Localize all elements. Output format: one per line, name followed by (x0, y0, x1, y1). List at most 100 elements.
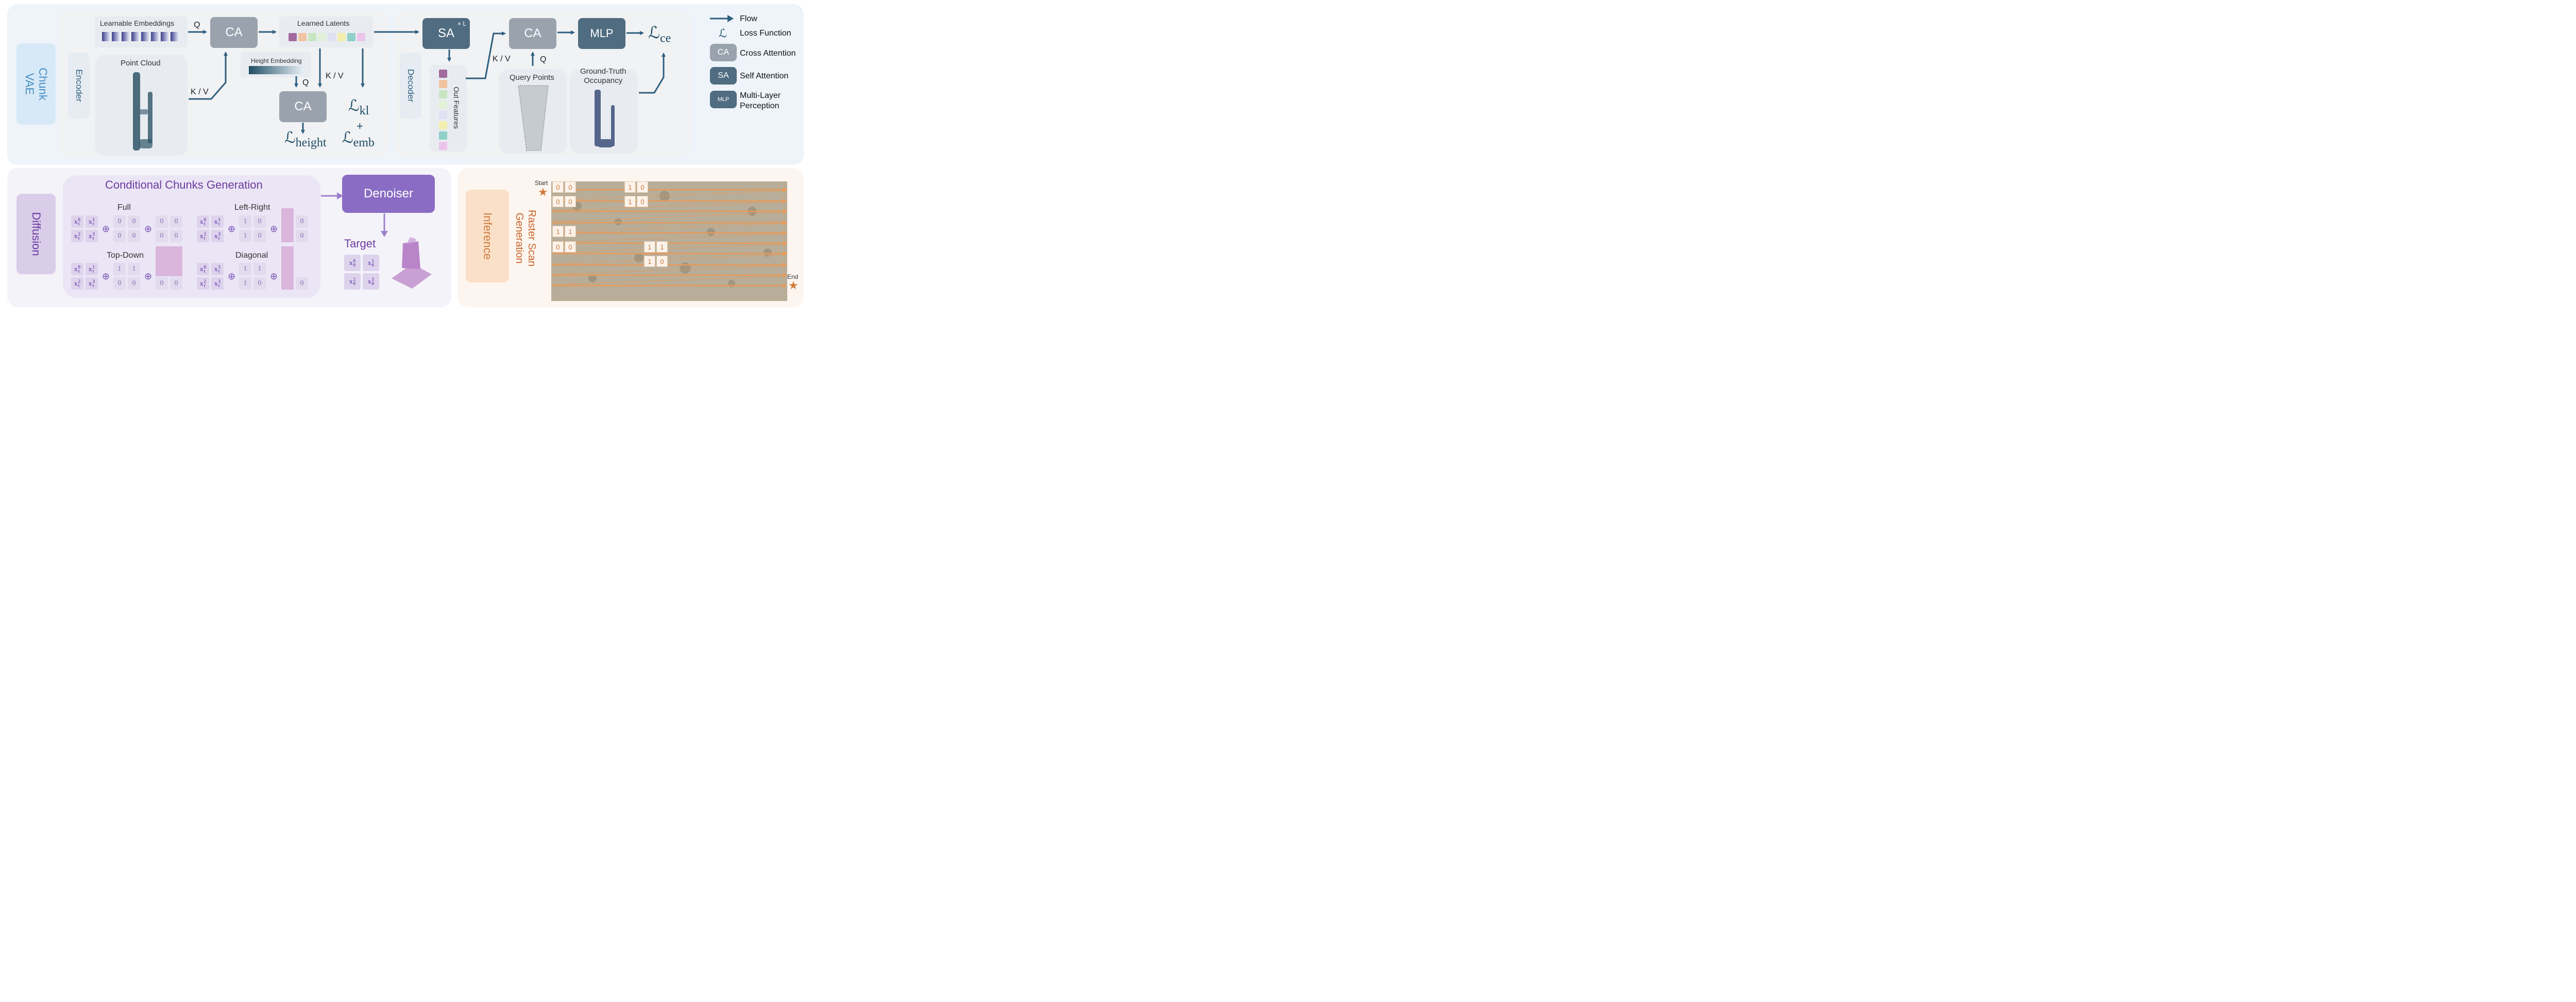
point-cloud-box (95, 55, 188, 156)
mask-cell: 0 (128, 277, 140, 290)
cond-cell: 0 (156, 277, 168, 290)
sa-box: SA (422, 18, 470, 49)
mask-cell: 0 (128, 230, 140, 242)
learned-latents-label: Learned Latents (297, 19, 350, 27)
query-points-label: Query Points (510, 73, 554, 82)
latent-token (308, 33, 316, 41)
oplus-symbol: ⊕ (144, 224, 152, 234)
loss-height: ℒheight (284, 129, 327, 150)
raster-cell: 0 (637, 181, 648, 193)
mask-cell: 0 (253, 215, 266, 228)
latent-token (318, 33, 326, 41)
cond-cell: 0 (296, 215, 308, 228)
embedding-token (141, 32, 149, 41)
oplus-symbol: ⊕ (102, 224, 110, 234)
cond-cell: 0 (170, 215, 182, 228)
encoder-label: Encoder (74, 69, 84, 102)
oplus-symbol: ⊕ (228, 224, 236, 234)
mode-full-label: Full (117, 203, 131, 212)
start-label: Start (535, 179, 548, 187)
embedding-token (112, 32, 120, 41)
mask-cell: 0 (253, 230, 266, 242)
out-feature-token (439, 142, 447, 150)
loss-ce-sub: ce (660, 31, 671, 45)
gt-occupancy-label: Ground-Truth Occupancy (580, 67, 626, 85)
chunk-vae-label: Chunk VAE (23, 68, 49, 101)
raster-cell: 0 (552, 181, 564, 193)
mode-top-down-label: Top-Down (107, 251, 144, 260)
cond-cell: 0 (296, 230, 308, 242)
mask-cell: 1 (239, 230, 251, 242)
embedding-token (151, 32, 159, 41)
height-embedding-label: Height Embedding (251, 57, 302, 64)
loss-ce-symbol: ℒ (648, 23, 660, 42)
oplus-symbol: ⊕ (228, 271, 236, 281)
latent-token (328, 33, 336, 41)
loss-kl-symbol: ℒ (348, 97, 360, 114)
conditional-title: Conditional Chunks Generation (105, 178, 263, 191)
end-label: End (787, 273, 799, 280)
out-feature-token (439, 131, 447, 140)
raster-cell: 0 (552, 241, 564, 253)
mask-cell: 0 (253, 277, 266, 290)
loss-plus: + (357, 120, 363, 132)
raster-cell: 0 (565, 181, 576, 193)
inference-label-box: Inference (466, 190, 509, 282)
learnable-embeddings-label: Learnable Embeddings (100, 19, 174, 27)
raster-cell: 0 (656, 256, 668, 267)
loss-emb-sub: emb (353, 136, 375, 149)
denoiser-box: Denoiser (342, 175, 435, 213)
loss-ce: ℒce (648, 23, 671, 45)
out-feature-token (439, 70, 447, 78)
cond-cell: 0 (156, 215, 168, 228)
oplus-symbol: ⊕ (144, 271, 152, 281)
height-embedding-bar (249, 66, 303, 74)
legend-mlp-box: MLP (710, 91, 737, 108)
out-feature-token (439, 90, 447, 98)
loss-kl: ℒkl (348, 97, 369, 118)
conditional-panel (63, 175, 320, 298)
out-feature-token (439, 111, 447, 119)
oplus-symbol: ⊕ (270, 224, 278, 234)
latent-token (298, 33, 307, 41)
ca-box-decoder: CA (509, 18, 556, 49)
cond-chunk-image (156, 246, 182, 276)
cond-cell: 0 (170, 230, 182, 242)
legend-sa-box: SA (710, 67, 737, 85)
embedding-token (161, 32, 168, 41)
target-label: Target (344, 237, 376, 250)
start-star-icon: ★ (538, 186, 548, 198)
raster-scan-label: Raster Scan Generation (514, 209, 537, 267)
raster-cell: 1 (644, 241, 655, 253)
mlp-box: MLP (578, 18, 625, 49)
latent-token (357, 33, 365, 41)
raster-cell: 1 (565, 226, 576, 237)
legend-loss-label: Loss Function (740, 29, 791, 38)
raster-cell: 1 (624, 181, 636, 193)
mode-left-right-label: Left-Right (234, 203, 270, 212)
kv-label-height: K / V (326, 72, 344, 80)
mask-cell: 1 (239, 215, 251, 228)
legend-flow-label: Flow (740, 14, 757, 23)
raster-cell: 1 (644, 256, 655, 267)
latent-token (347, 33, 355, 41)
embedding-token (122, 32, 129, 41)
embedding-token (131, 32, 139, 41)
q-label-height: Q (302, 78, 309, 87)
q-label-top: Q (194, 21, 200, 29)
mask-cell: 1 (239, 263, 251, 275)
